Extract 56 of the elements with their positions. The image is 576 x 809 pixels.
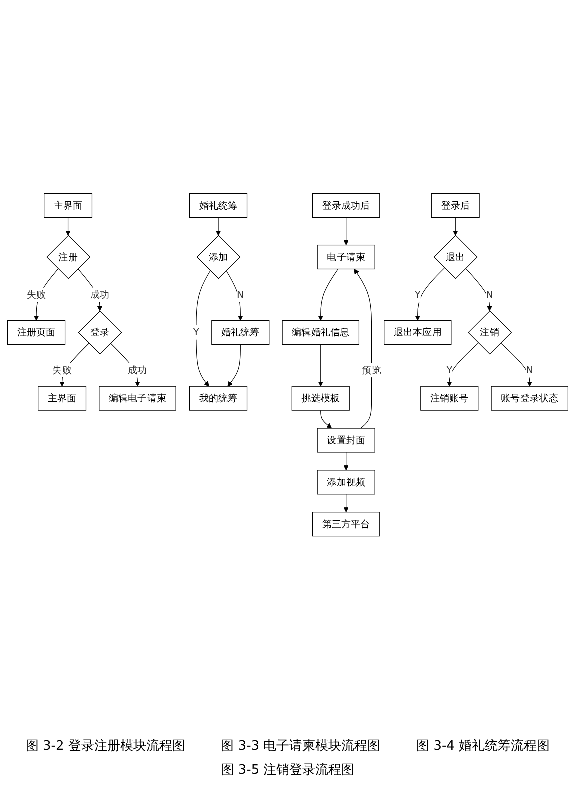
node-box: 我的统筹 (189, 386, 248, 411)
node-diamond: 添加 (196, 235, 241, 280)
arrow (500, 342, 532, 387)
figure-caption: 图 3-2 登录注册模块流程图 (26, 738, 186, 755)
node-box: 主界面 (44, 193, 93, 218)
node-box: 登录后 (431, 193, 480, 218)
arrow (226, 270, 244, 321)
arrow (447, 342, 479, 387)
node-box: 婚礼统筹 (212, 320, 270, 345)
arrow (344, 452, 349, 471)
node-box: 主界面 (38, 386, 87, 411)
node-box: 挑选模板 (292, 386, 350, 411)
figure-caption: 图 3-5 注销登录流程图 (221, 762, 355, 779)
node-box: 添加视频 (317, 470, 376, 495)
arrow (66, 217, 71, 236)
arrow (466, 268, 492, 312)
node-box: 登录成功后 (312, 193, 380, 218)
node-box: 设置封面 (317, 428, 376, 453)
edge-label: 失败 (26, 288, 46, 300)
node-diamond: 退出 (434, 235, 478, 280)
edge-label: 预览 (362, 364, 382, 376)
node-box: 编辑婚礼信息 (282, 320, 360, 345)
figure-caption: 图 3-3 电子请柬模块流程图 (221, 738, 381, 755)
arrow (318, 268, 339, 321)
arrow (344, 494, 349, 513)
arrow (216, 217, 222, 236)
edge-label: N (237, 288, 244, 300)
edge-label: 失败 (52, 364, 72, 376)
figure-caption: 图 3-4 婚礼统筹流程图 (416, 738, 550, 755)
arrow (320, 410, 332, 429)
arrow (228, 344, 241, 387)
arrow (452, 217, 458, 236)
arrow (34, 268, 59, 321)
edge-label: Y (446, 364, 453, 376)
arrow (318, 344, 324, 387)
node-box: 编辑电子请柬 (99, 386, 176, 411)
edge-label: Y (414, 288, 421, 300)
edge-label: N (526, 364, 534, 376)
node-box: 退出本应用 (384, 320, 452, 345)
node-diamond: 注册 (46, 235, 91, 280)
arrow (344, 217, 349, 246)
edge-label: 成功 (90, 288, 110, 300)
node-diamond: 登录 (78, 310, 122, 355)
node-box: 账号登录状态 (491, 386, 568, 411)
node-box: 婚礼统筹 (189, 193, 248, 218)
arrow (415, 268, 446, 321)
node-box: 注销账号 (420, 386, 479, 411)
edge-label: Y (193, 326, 200, 338)
edge-label: N (486, 288, 494, 300)
node-box: 注册页面 (8, 320, 66, 345)
node-box: 第三方平台 (312, 512, 380, 537)
arrow (354, 268, 372, 429)
arrow (196, 270, 211, 387)
edge-label: 成功 (128, 364, 148, 376)
node-diamond: 注销 (468, 310, 512, 355)
node-box: 电子请柬 (317, 244, 376, 270)
